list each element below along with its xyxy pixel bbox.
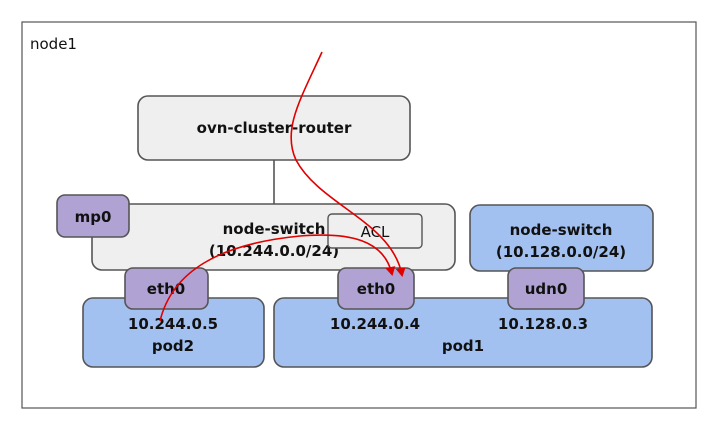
pod2-eth0-port [124, 267, 209, 310]
pod1-ip-udn: 10.128.0.3 [498, 315, 588, 333]
udn-switch-cidr: (10.128.0.0/24) [496, 243, 626, 261]
mp0-port [56, 194, 130, 238]
pod1-name: pod1 [442, 337, 484, 355]
pod1-box [273, 297, 653, 368]
pod1-ip-default: 10.244.0.4 [330, 315, 420, 333]
pod1-udn0-port [507, 267, 585, 310]
pod1-eth0-label: eth0 [357, 280, 395, 298]
pod1-udn0-label: udn0 [525, 280, 568, 298]
pod2-ip: 10.244.0.5 [128, 315, 218, 333]
default-switch-name: node-switch [223, 220, 326, 238]
node-title: node1 [30, 35, 77, 53]
pod2-eth0-label: eth0 [147, 280, 185, 298]
pod2-name: pod2 [152, 337, 194, 355]
udn-switch-name: node-switch [510, 221, 613, 239]
pod1-eth0-port [337, 267, 415, 310]
router-label: ovn-cluster-router [197, 119, 352, 137]
traffic-arrow-pod2 [159, 234, 396, 322]
traffic-arrow-external [290, 51, 406, 277]
mp0-label: mp0 [75, 208, 112, 226]
